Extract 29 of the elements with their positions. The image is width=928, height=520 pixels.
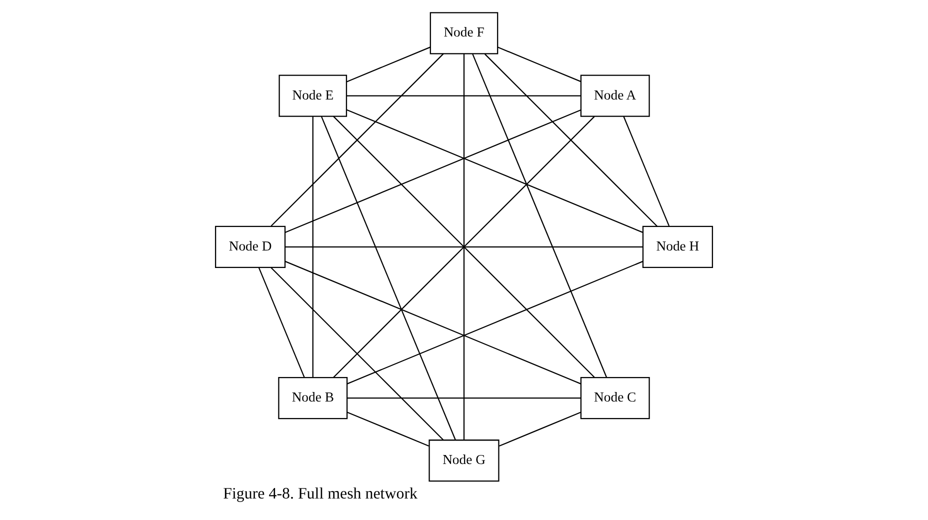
connector (285, 260, 582, 384)
connector (346, 260, 643, 384)
connector (285, 246, 643, 248)
connector (497, 46, 582, 82)
connector (270, 267, 444, 440)
connector (346, 46, 430, 82)
node-box: Node F (430, 12, 498, 54)
connector (312, 116, 314, 378)
node-box: Node E (278, 74, 348, 117)
connector (346, 95, 581, 96)
connector (285, 109, 582, 233)
node-box: Node H (642, 226, 714, 268)
connector (258, 268, 305, 378)
node-box: Node A (580, 74, 650, 117)
connector (346, 109, 643, 233)
connector (484, 54, 658, 227)
connector (498, 412, 582, 447)
connector (463, 54, 465, 440)
connector (346, 412, 430, 447)
node-box: Node D (214, 226, 286, 268)
node-box: Node C (580, 376, 650, 420)
connector (320, 116, 456, 440)
connector (472, 54, 608, 378)
node-box: Node G (428, 440, 500, 482)
caption: Figure 4-8. Full mesh network (223, 485, 418, 502)
node-box: Node B (278, 376, 348, 420)
connector (623, 116, 670, 226)
connector (347, 397, 581, 399)
connector (270, 53, 444, 226)
